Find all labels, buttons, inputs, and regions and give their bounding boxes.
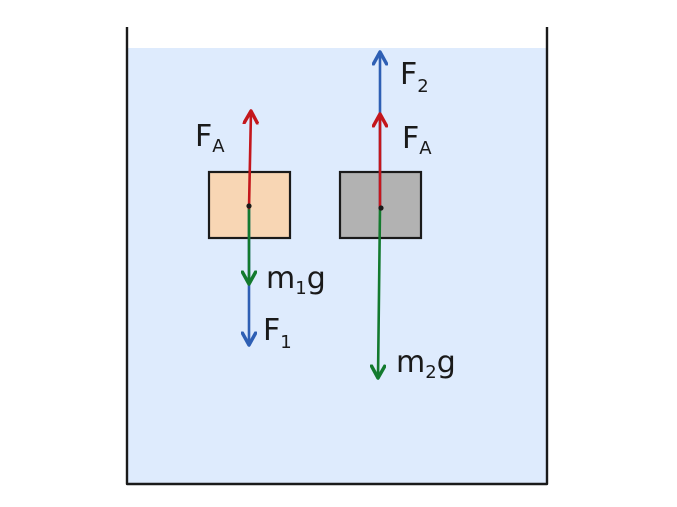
- buoyant-force-1-arrow: [249, 111, 251, 210]
- net-force-1-label: F1: [263, 313, 292, 353]
- gravity-force-2-label-sub: 2: [425, 362, 436, 383]
- buoyant-force-2-label: FA: [402, 121, 432, 159]
- gravity-force-1-label: m1g: [266, 261, 326, 299]
- net-force-2-label: F2: [400, 57, 429, 97]
- buoyant-force-1-label-sub: A: [212, 136, 225, 157]
- gravity-force-1-label-main: m: [266, 261, 295, 296]
- block-1-center-dot: [246, 203, 252, 209]
- net-force-2-label-sub: 2: [417, 76, 428, 97]
- buoyant-force-1-label-main: F: [195, 119, 212, 154]
- gravity-force-2-label-main: m: [396, 345, 425, 380]
- buoyant-force-2-label-sub: A: [419, 138, 432, 159]
- gravity-force-2-label-g: g: [437, 345, 456, 380]
- gravity-force-2-arrow: [378, 206, 380, 378]
- buoyant-force-2-label-main: F: [402, 121, 419, 156]
- net-force-2-label-main: F: [400, 57, 417, 92]
- block-2-center-dot: [378, 205, 384, 211]
- net-force-1-label-main: F: [263, 313, 280, 348]
- gravity-force-2-label: m2g: [396, 345, 456, 383]
- buoyant-force-1-label: FA: [195, 119, 225, 157]
- gravity-force-1-label-g: g: [307, 261, 326, 296]
- gravity-force-1-label-sub: 1: [295, 278, 306, 299]
- water-fill: [127, 48, 547, 484]
- net-force-1-label-sub: 1: [280, 332, 291, 353]
- container-outline: [125, 27, 549, 486]
